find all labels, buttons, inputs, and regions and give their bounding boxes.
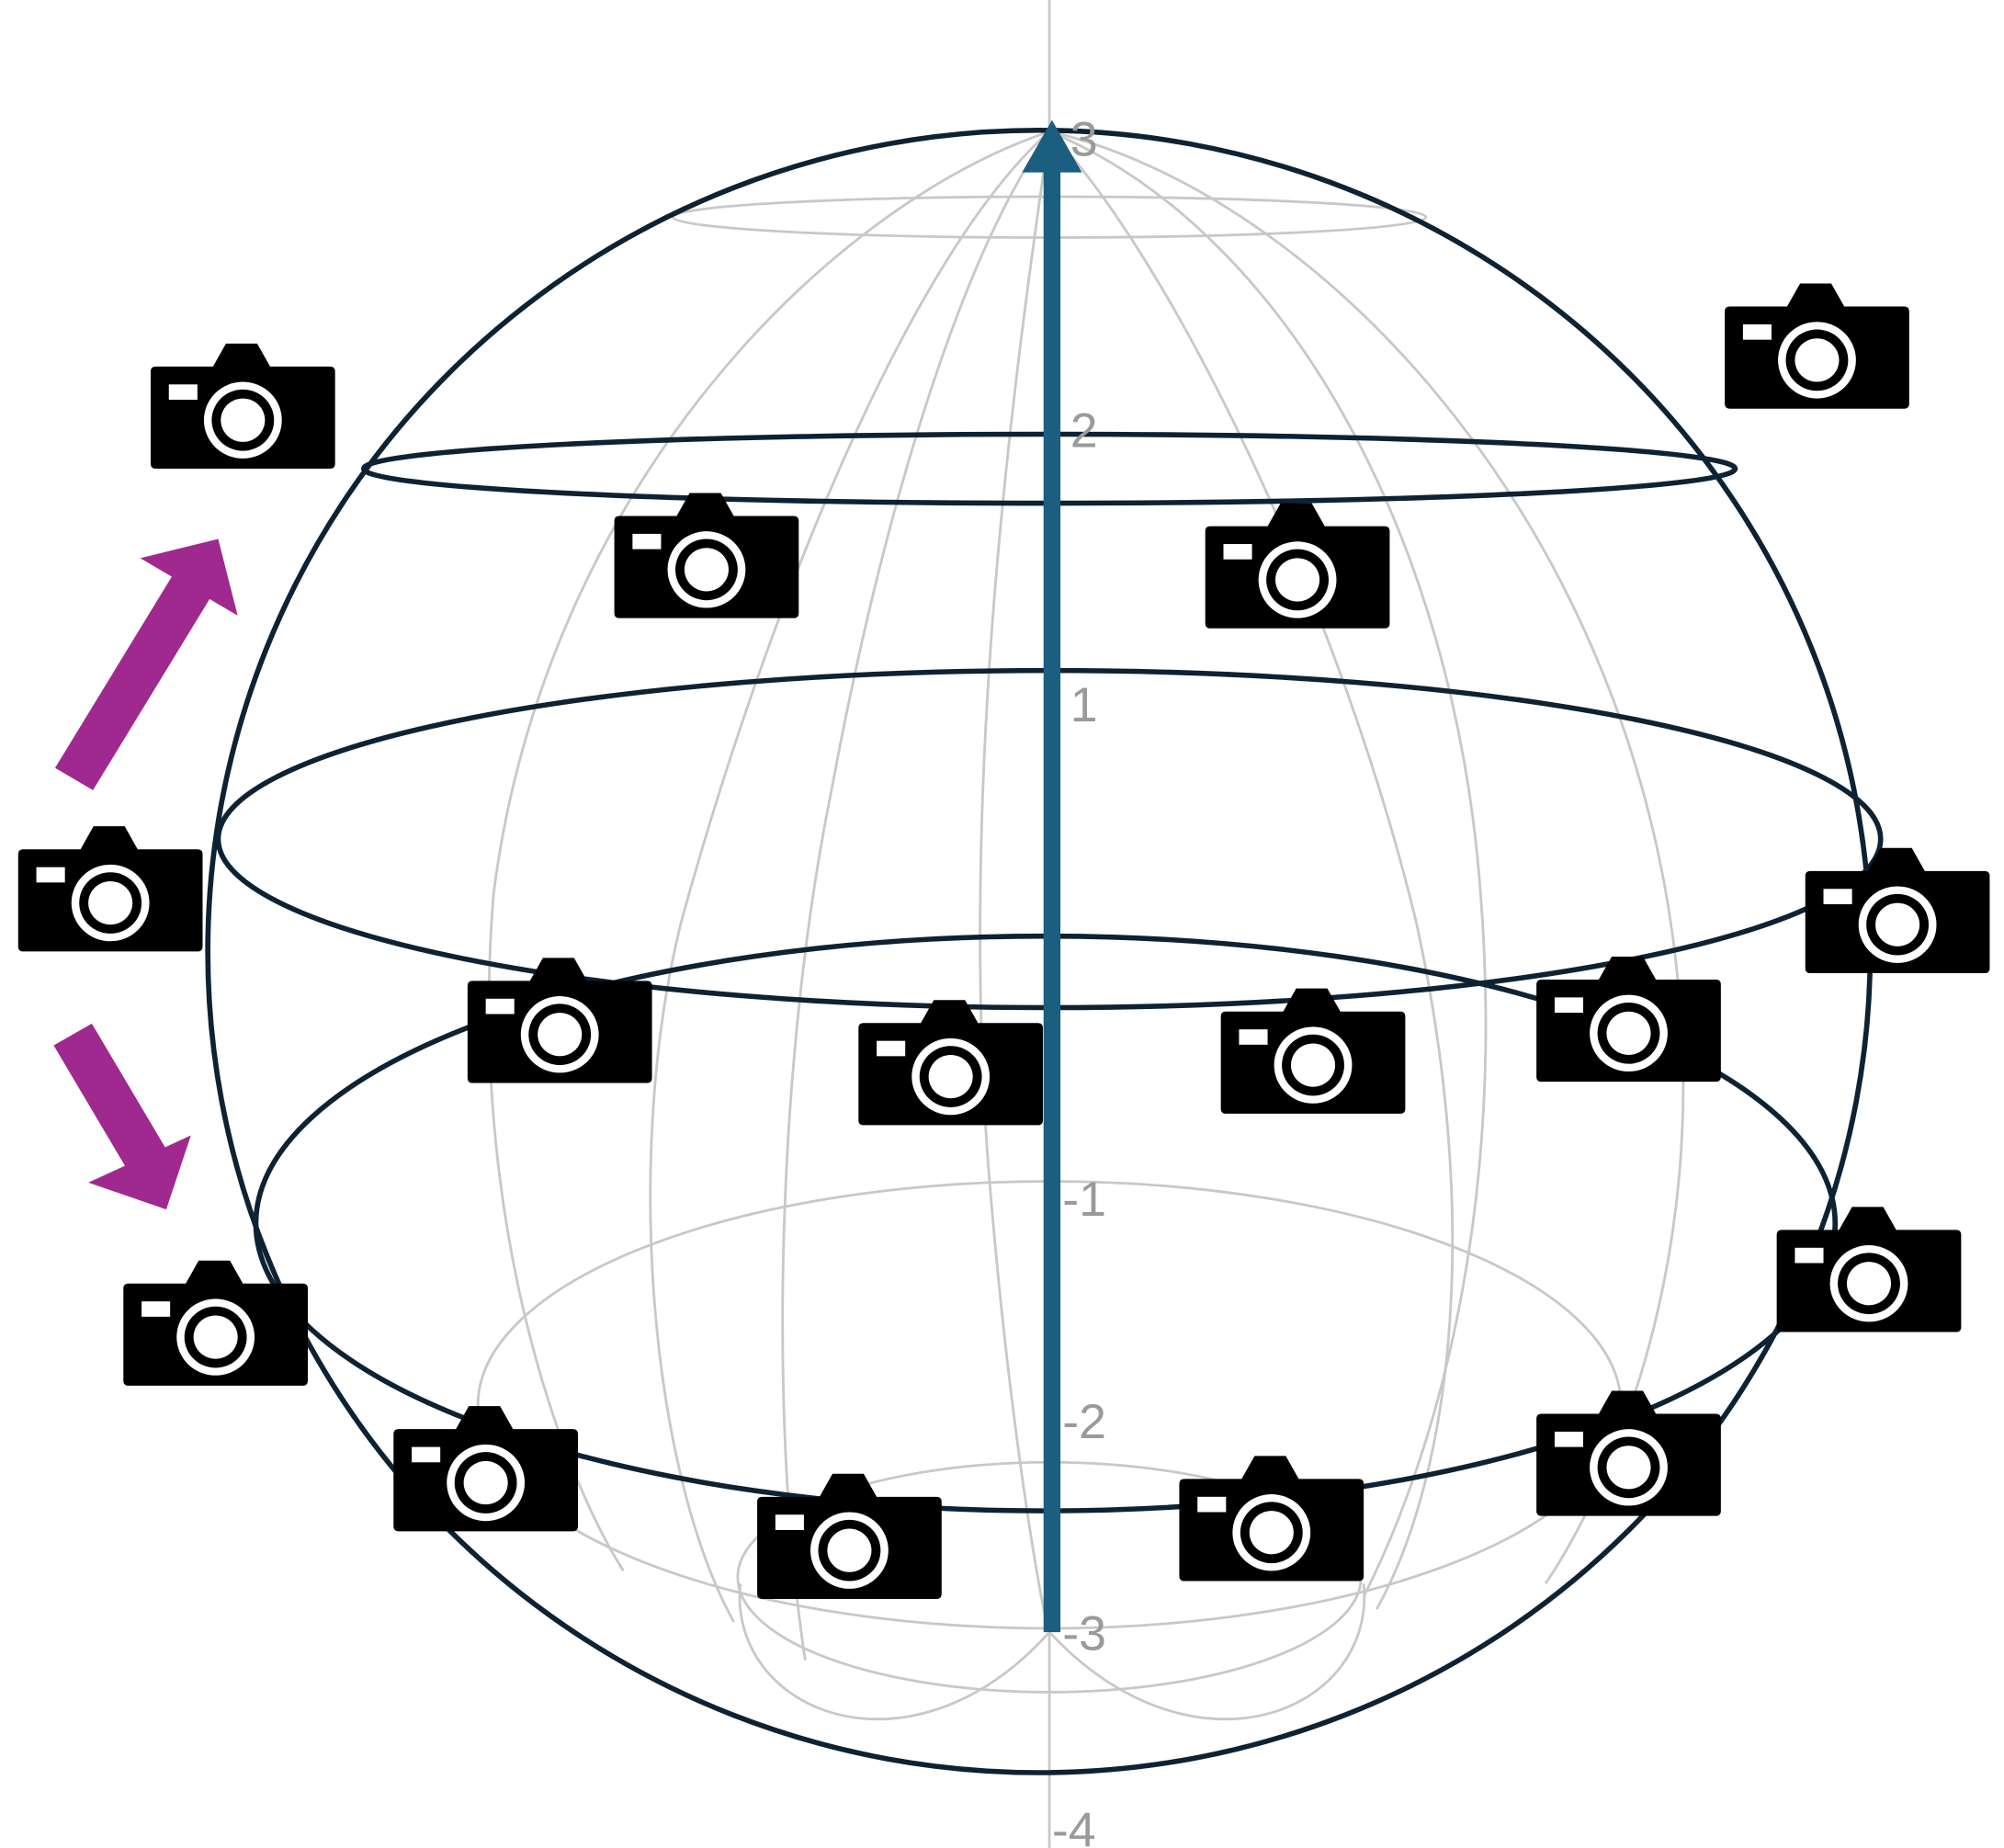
axis-tick-labels: 3 2 1 -1 -2 -3 -4 xyxy=(1052,113,1106,1848)
tick-label: -2 xyxy=(1062,1395,1106,1448)
tick-label: 3 xyxy=(1070,113,1098,166)
tick-label: -4 xyxy=(1052,1804,1096,1848)
camera-icon xyxy=(1179,1456,1364,1582)
camera-icon xyxy=(614,493,799,618)
camera-icon xyxy=(123,1260,308,1386)
camera-icon xyxy=(1725,283,1909,409)
tick-label: 1 xyxy=(1070,679,1098,732)
camera-icon xyxy=(1220,988,1406,1114)
camera-icon xyxy=(858,1000,1044,1126)
camera-icon xyxy=(467,958,652,1083)
camera-icon xyxy=(1776,1207,1962,1332)
camera-icon xyxy=(150,343,335,470)
sphere-grid xyxy=(476,0,1685,1848)
up-axis-arrow xyxy=(1022,119,1082,1633)
camera-icon xyxy=(393,1406,578,1532)
camera-icon xyxy=(17,826,203,952)
arrow-up-icon xyxy=(54,539,238,790)
tick-label: 2 xyxy=(1070,404,1098,458)
tick-label: -1 xyxy=(1062,1173,1106,1226)
camera-icon xyxy=(1805,847,1990,974)
tick-label: -3 xyxy=(1062,1607,1106,1661)
camera-icon xyxy=(1536,956,1721,1083)
arrow-down-icon xyxy=(53,1023,191,1210)
camera-icon xyxy=(1536,1390,1721,1516)
camera-icon xyxy=(1205,503,1390,629)
